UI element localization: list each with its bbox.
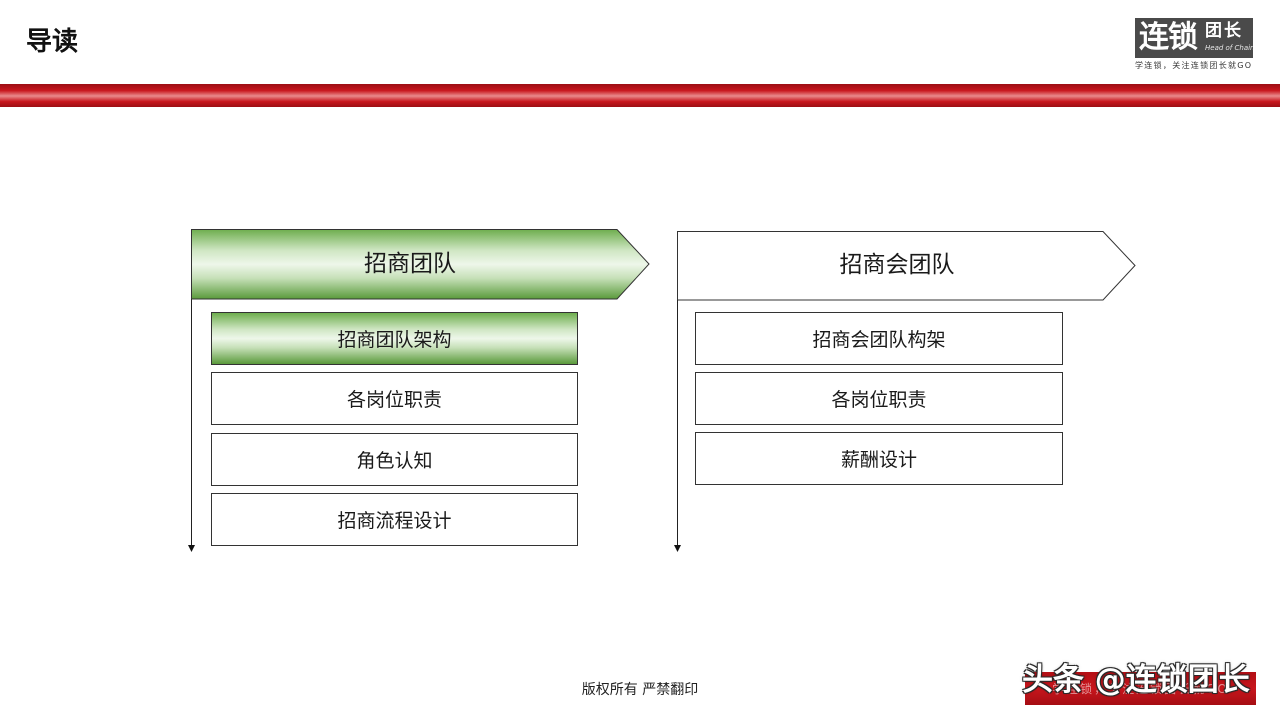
column-2-item-2: 各岗位职责 <box>695 372 1063 425</box>
brand-logo: 连锁 团长 Head of Chain <box>1135 18 1253 58</box>
header-red-band <box>0 84 1280 107</box>
column-2-arrowhead <box>674 545 681 552</box>
column-1-frame <box>188 229 650 552</box>
column-1-item-3: 角色认知 <box>211 433 578 486</box>
column-1-arrowhead <box>188 545 195 552</box>
column-1-item-1: 招商团队架构 <box>211 312 578 365</box>
footer-bar-text: 学连锁，关注连锁团长就GO <box>1052 682 1229 696</box>
logo-tagline: 学连锁，关注连锁团长就GO <box>1135 61 1253 70</box>
column-2-header-arrow <box>677 231 1136 301</box>
column-1-item-4: 招商流程设计 <box>211 493 578 546</box>
copyright-footer: 版权所有 严禁翻印 <box>581 682 699 698</box>
column-1-header-arrow <box>191 229 650 300</box>
watermark: 头条 @连锁团长 <box>1022 662 1250 698</box>
column-2-frame <box>674 231 1136 552</box>
column-2-item-1: 招商会团队构架 <box>695 312 1063 365</box>
column-2-item-3: 薪酬设计 <box>695 432 1063 485</box>
column-1-item-2: 各岗位职责 <box>211 372 578 425</box>
column-2-header: 招商会团队 <box>839 252 955 278</box>
footer-red-bar: 学连锁，关注连锁团长就GO <box>1025 672 1256 705</box>
logo-english-text: Head of Chain <box>1205 44 1253 52</box>
logo-side-text: 团长 <box>1205 21 1243 41</box>
slide-title: 导读 <box>26 27 79 57</box>
column-1-header: 招商团队 <box>364 251 456 277</box>
logo-main-text: 连锁 <box>1139 20 1198 55</box>
